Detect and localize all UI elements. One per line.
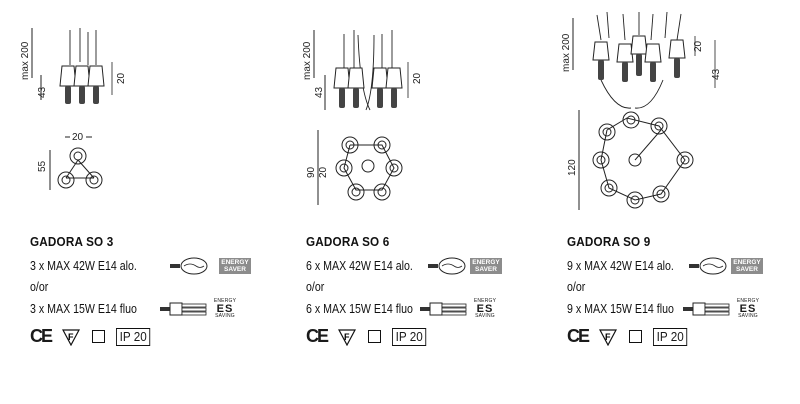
es-top: ENERGY [473, 298, 497, 304]
product-column-so6: max 200 43 20 90 20 [270, 0, 530, 404]
so9-dim-43: 43 [711, 68, 722, 80]
so3-title: GADORA SO 3 [30, 234, 114, 249]
class-ii-square-icon [92, 330, 105, 343]
fluo-bulb-icon [160, 302, 207, 316]
so3-dim-max: max 200 [20, 41, 31, 80]
so3-spec-halogen: 3 x MAX 42W E14 alo. [30, 259, 137, 273]
so6-dim-43: 43 [314, 86, 325, 98]
so9-drawing: max 200 20 43 [561, 11, 722, 210]
product-column-so9: max 200 20 43 [535, 0, 800, 404]
es-top: ENERGY [736, 298, 760, 304]
ip-rating: IP 20 [653, 328, 688, 346]
ip-rating: IP 20 [392, 328, 427, 346]
so6-or: o/or [306, 280, 325, 294]
so9-spec-fluo: 9 x MAX 15W E14 fluo [567, 302, 674, 316]
halogen-bulb-icon [428, 257, 466, 275]
so6-title: GADORA SO 6 [306, 234, 390, 249]
so3-spec-fluo: 3 x MAX 15W E14 fluo [30, 302, 137, 316]
so6-dim-20-inner: 20 [318, 166, 329, 178]
f-letter: F [344, 332, 350, 342]
ce-mark-icon: CE [567, 326, 590, 346]
badge-line1: ENERGY [221, 259, 249, 266]
so6-dim-max: max 200 [302, 41, 313, 80]
f-mark-icon: F [599, 329, 617, 346]
so3-dim-55: 55 [37, 160, 48, 172]
ce-mark-icon: CE [306, 326, 329, 346]
badge-line2: SAVER [736, 266, 758, 273]
so9-dim-120: 120 [567, 159, 578, 176]
so3-dim-20-side: 20 [116, 72, 127, 84]
so6-drawing: max 200 43 20 90 20 [302, 30, 423, 205]
energy-saver-badge: ENERGY SAVER [731, 258, 763, 274]
ip-rating: IP 20 [116, 328, 151, 346]
so9-dim-max: max 200 [561, 33, 572, 72]
halogen-bulb-icon [689, 257, 727, 275]
es-mid: ES [216, 303, 234, 315]
es-mid: ES [739, 303, 757, 315]
so9-dim-20-side: 20 [693, 40, 704, 52]
es-top: ENERGY [213, 298, 237, 304]
class-ii-square-icon [629, 330, 642, 343]
so9-spec-halogen: 9 x MAX 42W E14 alo. [567, 259, 674, 273]
f-letter: F [68, 332, 74, 342]
so9-or: o/or [567, 280, 586, 294]
so6-spec-fluo: 6 x MAX 15W E14 fluo [306, 302, 413, 316]
es-bottom: SAVING [475, 313, 495, 319]
es-bottom: SAVING [738, 313, 758, 319]
badge-line1: ENERGY [733, 259, 761, 266]
f-letter: F [605, 332, 611, 342]
ce-mark-icon: CE [30, 326, 53, 346]
so9-title: GADORA SO 9 [567, 234, 651, 249]
energy-saver-badge: ENERGY SAVER [219, 258, 251, 274]
energy-saving-es-logo: ENERGY ES SAVING [733, 299, 763, 319]
badge-line1: ENERGY [472, 259, 500, 266]
es-bottom: SAVING [215, 313, 235, 319]
so3-or: o/or [30, 280, 49, 294]
halogen-bulb-icon [170, 257, 208, 275]
so6-dim-90: 90 [306, 166, 317, 178]
fluo-bulb-icon [420, 302, 467, 316]
f-mark-icon: F [338, 329, 356, 346]
class-ii-square-icon [368, 330, 381, 343]
so3-dim-20-top: 20 [72, 132, 84, 143]
fluo-bulb-icon [683, 302, 730, 316]
so6-spec-halogen: 6 x MAX 42W E14 alo. [306, 259, 413, 273]
badge-line2: SAVER [475, 266, 497, 273]
energy-saving-es-logo: ENERGY ES SAVING [210, 299, 240, 319]
so3-dim-43: 43 [37, 86, 48, 98]
es-mid: ES [476, 303, 494, 315]
so3-drawing: max 200 43 20 20 55 [20, 28, 127, 190]
badge-line2: SAVER [224, 266, 246, 273]
so6-dim-20-side: 20 [412, 72, 423, 84]
energy-saving-es-logo: ENERGY ES SAVING [470, 299, 500, 319]
energy-saver-badge: ENERGY SAVER [470, 258, 502, 274]
product-column-so3: max 200 43 20 20 55 [0, 0, 260, 404]
f-mark-icon: F [62, 329, 80, 346]
